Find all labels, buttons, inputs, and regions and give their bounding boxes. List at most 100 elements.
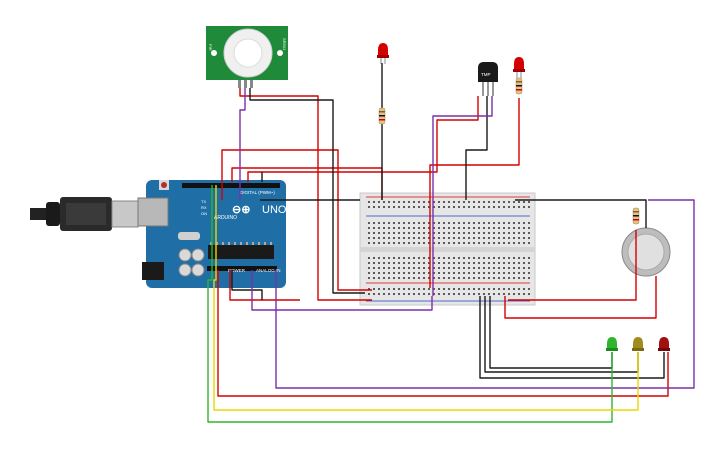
- breadboard-hole: [523, 277, 525, 279]
- breadboard-hole: [493, 262, 495, 264]
- breadboard-hole: [393, 267, 395, 269]
- breadboard-hole: [383, 227, 385, 229]
- breadboard-hole: [428, 257, 430, 259]
- breadboard-hole: [503, 227, 505, 229]
- breadboard-hole: [478, 293, 480, 295]
- breadboard-hole: [383, 293, 385, 295]
- breadboard-hole: [463, 242, 465, 244]
- breadboard-hole: [518, 227, 520, 229]
- breadboard-hole: [523, 267, 525, 269]
- breadboard-hole: [438, 272, 440, 274]
- usb-cable-tail: [30, 208, 46, 220]
- breadboard-hole: [458, 232, 460, 234]
- breadboard-hole: [478, 201, 480, 203]
- breadboard-hole: [378, 227, 380, 229]
- breadboard-hole: [418, 242, 420, 244]
- breadboard-hole: [423, 206, 425, 208]
- breadboard-hole: [468, 242, 470, 244]
- wire-black-led-green-gnd: [489, 296, 613, 369]
- breadboard-hole: [463, 277, 465, 279]
- breadboard-hole: [518, 267, 520, 269]
- breadboard-hole: [493, 242, 495, 244]
- breadboard-hole: [388, 267, 390, 269]
- breadboard-hole: [408, 222, 410, 224]
- breadboard-hole: [398, 237, 400, 239]
- breadboard-hole: [518, 277, 520, 279]
- breadboard-hole: [503, 206, 505, 208]
- breadboard-hole: [453, 227, 455, 229]
- breadboard-hole: [388, 277, 390, 279]
- breadboard-hole: [423, 222, 425, 224]
- breadboard-hole: [368, 288, 370, 290]
- breadboard-hole: [488, 262, 490, 264]
- led-dark-red: [658, 337, 670, 351]
- breadboard-hole: [378, 288, 380, 290]
- breadboard-hole: [518, 206, 520, 208]
- breadboard-hole: [528, 267, 530, 269]
- breadboard-hole: [418, 262, 420, 264]
- breadboard-hole: [448, 262, 450, 264]
- breadboard-hole: [383, 242, 385, 244]
- breadboard-hole: [423, 272, 425, 274]
- breadboard-hole: [443, 222, 445, 224]
- breadboard-hole: [393, 277, 395, 279]
- breadboard-hole: [433, 272, 435, 274]
- breadboard-hole: [498, 262, 500, 264]
- wire-black-led-red-gnd: [479, 296, 665, 379]
- breadboard-hole: [473, 288, 475, 290]
- breadboard-hole: [428, 293, 430, 295]
- breadboard-hole: [368, 237, 370, 239]
- wire-black-led-yellow-gnd: [484, 296, 639, 373]
- breadboard-hole: [503, 232, 505, 234]
- breadboard-hole: [498, 232, 500, 234]
- breadboard-hole: [378, 272, 380, 274]
- breadboard-hole: [528, 257, 530, 259]
- breadboard-hole: [468, 262, 470, 264]
- breadboard-hole: [513, 232, 515, 234]
- breadboard-hole: [483, 206, 485, 208]
- breadboard-hole: [453, 262, 455, 264]
- breadboard-hole: [368, 227, 370, 229]
- breadboard-hole: [508, 262, 510, 264]
- breadboard-hole: [483, 237, 485, 239]
- breadboard-hole: [413, 293, 415, 295]
- breadboard-hole: [453, 277, 455, 279]
- usb-plug-inner: [66, 203, 106, 225]
- wire-black-gas-gnd: [515, 199, 647, 228]
- breadboard-hole: [493, 267, 495, 269]
- breadboard-hole: [433, 267, 435, 269]
- breadboard-hole: [423, 288, 425, 290]
- breadboard-hole: [378, 262, 380, 264]
- breadboard-hole: [473, 293, 475, 295]
- breadboard-hole: [523, 222, 525, 224]
- breadboard-hole: [523, 293, 525, 295]
- breadboard-hole: [438, 257, 440, 259]
- breadboard-hole: [458, 257, 460, 259]
- breadboard-hole: [508, 206, 510, 208]
- breadboard-hole: [408, 201, 410, 203]
- breadboard-hole: [368, 206, 370, 208]
- power-jack: [142, 262, 164, 280]
- breadboard-hole: [448, 232, 450, 234]
- wire-purple-pir-signal: [239, 88, 246, 200]
- breadboard-hole: [383, 201, 385, 203]
- breadboard-hole: [518, 272, 520, 274]
- breadboard-hole: [433, 206, 435, 208]
- breadboard-hole: [453, 257, 455, 259]
- breadboard-hole: [483, 272, 485, 274]
- tmp-label: TMP: [481, 72, 491, 77]
- power-pins-label: POWER: [228, 268, 246, 273]
- breadboard-hole: [503, 262, 505, 264]
- breadboard-hole: [408, 267, 410, 269]
- breadboard-hole: [413, 257, 415, 259]
- breadboard-hole: [388, 227, 390, 229]
- breadboard-hole: [443, 232, 445, 234]
- breadboard-hole: [468, 288, 470, 290]
- breadboard-hole: [468, 201, 470, 203]
- breadboard-hole: [388, 262, 390, 264]
- breadboard-hole: [458, 272, 460, 274]
- breadboard-hole: [483, 257, 485, 259]
- breadboard-hole: [408, 232, 410, 234]
- breadboard-hole: [468, 237, 470, 239]
- breadboard-hole: [408, 257, 410, 259]
